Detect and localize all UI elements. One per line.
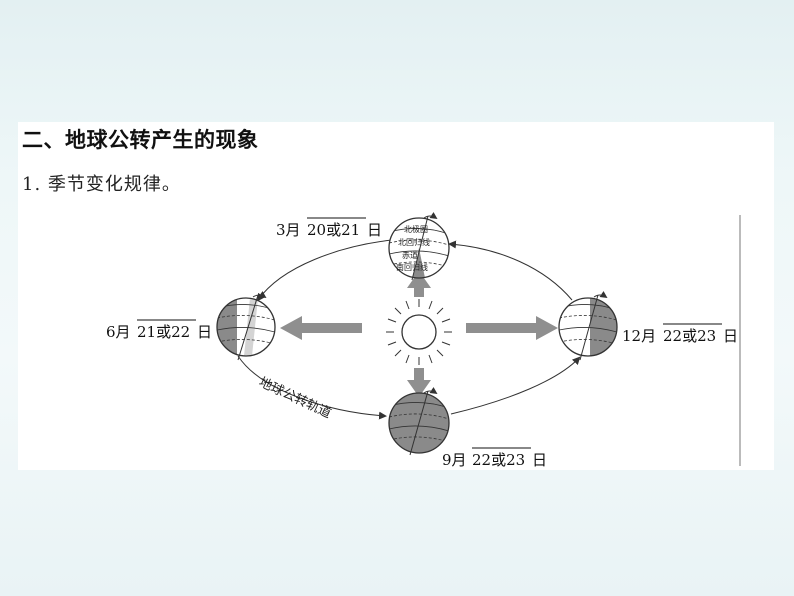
- label-june-month: 6月: [106, 323, 131, 341]
- label-march: 3月 20或21 日: [276, 217, 382, 239]
- globe-june: [216, 291, 276, 361]
- globe-label-equator: 赤道: [402, 250, 418, 260]
- label-march-suffix: 日: [367, 221, 382, 239]
- sunlight-arrow-right: [466, 316, 558, 340]
- globe-label-capricorn: 南回归线: [396, 262, 428, 272]
- globe-march: 北极圈 北回归线 赤道 南回归线: [388, 212, 450, 281]
- orbit-label: 地球公转轨道: [256, 375, 333, 422]
- orbit-arc-top-left: [256, 239, 393, 302]
- sunlight-arrow-up: [407, 271, 431, 297]
- orbit-arc-bottom-left: [237, 355, 387, 420]
- label-december-dates: 22或23: [663, 327, 716, 345]
- subsection-title: 1. 季节变化规律。: [22, 174, 181, 195]
- label-december-suffix: 日: [723, 327, 738, 345]
- label-june-suffix: 日: [197, 323, 212, 341]
- label-september: 9月 22或23 日: [442, 447, 547, 469]
- label-december-month: 12月: [622, 327, 656, 345]
- label-september-suffix: 日: [532, 451, 547, 469]
- label-march-dates: 20或21: [307, 221, 360, 239]
- sunlight-arrow-left: [280, 316, 362, 340]
- globe-september: [388, 387, 450, 456]
- label-september-month: 9月: [442, 451, 467, 469]
- globe-label-arctic: 北极圈: [404, 224, 428, 234]
- section-title: 二、地球公转产生的现象: [22, 128, 259, 152]
- orbit-arc-top-right: [448, 240, 573, 301]
- label-june: 6月 21或22 日: [106, 319, 212, 341]
- sunlight-arrow-down: [407, 368, 431, 397]
- label-june-dates: 21或22: [137, 323, 190, 341]
- label-december: 12月 22或23 日: [622, 323, 738, 345]
- orbit-arc-bottom-right: [450, 356, 581, 415]
- sun-icon: [386, 299, 452, 365]
- label-september-dates: 22或23: [472, 451, 525, 469]
- globe-december: [558, 291, 618, 361]
- globe-label-cancer: 北回归线: [398, 237, 430, 247]
- label-march-month: 3月: [276, 221, 301, 239]
